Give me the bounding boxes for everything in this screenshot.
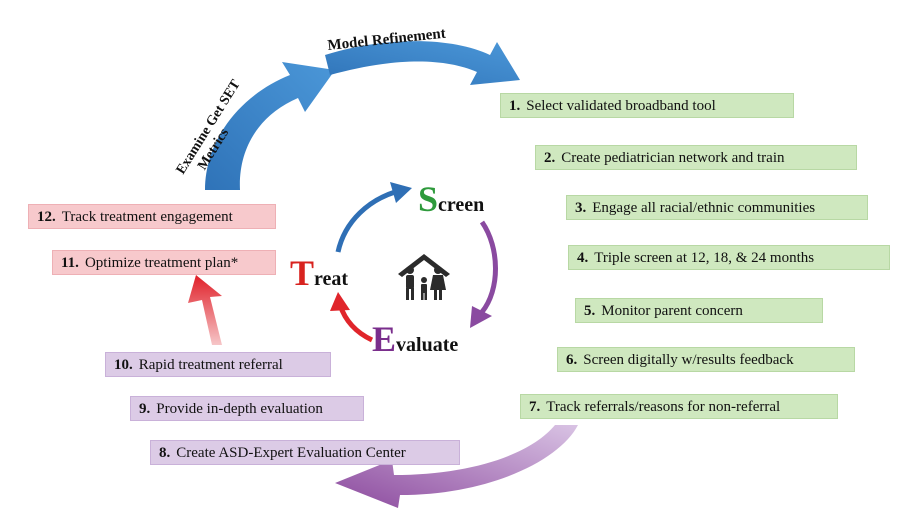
step-number: 4. [577, 250, 589, 266]
screen-initial: S [418, 179, 439, 219]
step-1: 1. Select validated broadband tool [500, 93, 794, 118]
inner-blue-arrow [335, 189, 396, 253]
step-text: Optimize treatment plan* [84, 255, 239, 271]
step-number: 3. [575, 200, 587, 216]
step-text: Track treatment engagement [61, 209, 233, 225]
step-text: Create pediatrician network and train [561, 150, 785, 166]
step-text: Engage all racial/ethnic communities [592, 200, 816, 216]
evaluate-label: Evaluate [372, 318, 458, 360]
step-number: 6. [566, 352, 578, 368]
step-8: 8. Create ASD-Expert Evaluation Center [150, 440, 460, 465]
step-text: Track referrals/reasons for non-referral [546, 399, 781, 415]
step-2: 2. Create pediatrician network and train [535, 145, 857, 170]
outer-blue-arrow-right [325, 41, 520, 85]
inner-purple-arrow [479, 220, 498, 314]
step-number: 7. [529, 399, 541, 415]
step-7: 7. Track referrals/reasons for non-referr… [520, 394, 838, 419]
treat-label: Treat [290, 252, 348, 294]
screen-rest: creen [438, 194, 485, 216]
step-6: 6. Screen digitally w/results feedback [557, 347, 855, 372]
step-3: 3. Engage all racial/ethnic communities [566, 195, 868, 220]
step-4: 4. Triple screen at 12, 18, & 24 months [568, 245, 890, 270]
step-text: Triple screen at 12, 18, & 24 months [594, 250, 815, 266]
step-5: 5. Monitor parent concern [575, 298, 823, 323]
outer-red-arrow [188, 275, 222, 345]
step-number: 10. [114, 357, 133, 373]
step-text: Select validated broadband tool [526, 98, 716, 114]
family-icon [398, 254, 450, 300]
step-10: 10. Rapid treatment referral [105, 352, 331, 377]
step-number: 8. [159, 445, 171, 461]
evaluate-initial: E [372, 319, 397, 359]
step-number: 12. [37, 209, 56, 225]
step-number: 2. [544, 150, 556, 166]
screen-label: Screen [418, 178, 484, 220]
step-11: 11. Optimize treatment plan* [52, 250, 276, 275]
evaluate-rest: valuate [396, 334, 459, 356]
step-text: Screen digitally w/results feedback [583, 352, 794, 368]
inner-red-arrowhead [330, 292, 350, 311]
step-number: 1. [509, 98, 521, 114]
outer-blue-arrow-left [205, 62, 335, 190]
treat-rest: reat [314, 268, 349, 290]
treat-initial: T [290, 253, 315, 293]
step-text: Provide in-depth evaluation [156, 401, 323, 417]
step-12: 12. Track treatment engagement [28, 204, 276, 229]
step-text: Rapid treatment referral [138, 357, 283, 373]
outer-purple-arrow [335, 425, 578, 508]
step-text: Create ASD-Expert Evaluation Center [176, 445, 406, 461]
step-9: 9. Provide in-depth evaluation [130, 396, 364, 421]
inner-purple-arrowhead [470, 306, 492, 328]
step-text: Monitor parent concern [601, 303, 743, 319]
step-number: 11. [61, 255, 79, 271]
step-number: 5. [584, 303, 596, 319]
inner-blue-arrowhead [390, 182, 412, 203]
step-number: 9. [139, 401, 151, 417]
